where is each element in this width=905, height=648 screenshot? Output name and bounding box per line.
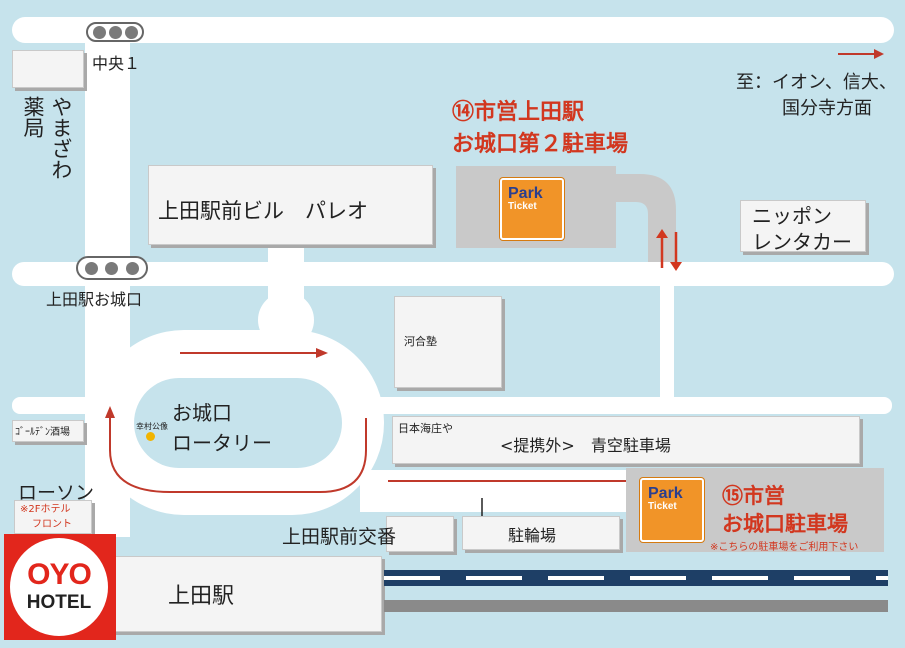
nippon-rental-building — [740, 200, 866, 252]
lawson-building — [14, 500, 92, 534]
nippon-rental-label-2: レンタカー — [752, 230, 852, 254]
railway-dashes — [384, 576, 888, 580]
palio-label: 上田駅前ビル パレオ — [158, 199, 368, 223]
road-main-horizontal — [12, 262, 894, 286]
signal-label-chuo1: 中央１ — [92, 54, 141, 73]
traffic-signal-icon — [86, 22, 144, 42]
station-building — [112, 556, 382, 632]
kawai-label: 河合塾 — [404, 335, 437, 348]
destination-arrow-icon — [838, 49, 884, 59]
rotary-inner — [134, 378, 342, 468]
pharmacy-name-label: やまざわ — [49, 96, 73, 180]
road-bottom-horizontal — [360, 470, 628, 512]
rotary-label-1: お城口 — [172, 401, 232, 425]
hotel-front-note-2: フロント — [32, 519, 72, 530]
logo-circle — [10, 538, 108, 636]
roundabout-circle — [258, 292, 314, 348]
parking-14-entry-arrows-icon — [656, 229, 682, 271]
parking-14-title-line2: お城口第２駐車場 — [452, 132, 629, 157]
oyo-hotel-logo: OYO HOTEL — [4, 534, 116, 640]
bicycle-parking-building — [462, 516, 620, 550]
destination-line2: 国分寺方面 — [782, 98, 872, 119]
parking-14-title-line1: ⑭市営上田駅 — [452, 100, 585, 125]
road-right-vertical — [660, 286, 674, 400]
road-top — [12, 17, 894, 43]
nihonkaisho-label: 日本海庄や — [398, 422, 453, 435]
ticket-bottom-text: Ticket — [508, 201, 537, 212]
ticket-top-text: Park — [648, 485, 683, 502]
aozora-parking-building — [392, 416, 860, 464]
golden-bar-building — [12, 420, 84, 442]
ticket-top-text: Park — [508, 185, 543, 202]
pharmacy-label: 薬局 — [21, 96, 45, 138]
bicycle-parking-label: 駐輪場 — [508, 526, 557, 545]
destination-line1: 至：イオン、信大、 — [736, 72, 897, 93]
logo-oyo-text: OYO — [27, 558, 92, 591]
parking-15-note: ※こちらの駐車場をご利用下さい — [710, 542, 859, 553]
kawai-building — [394, 296, 502, 388]
ticket-bottom-text: Ticket — [648, 501, 677, 512]
palio-building — [148, 165, 433, 245]
lawson-label: ローソン — [18, 482, 95, 504]
statue-marker-icon — [146, 432, 155, 441]
parking-14-ramp — [600, 174, 676, 262]
rotary-label-2: ロータリー — [172, 431, 272, 455]
parking-15-title-line1: ⑮市営 — [722, 484, 785, 508]
nippon-rental-label-1: ニッポン — [752, 204, 832, 228]
railway-track — [384, 600, 888, 612]
statue-label: 幸村公像 — [136, 422, 168, 431]
parking-15-title-line2: お城口駐車場 — [722, 512, 848, 536]
hotel-front-note-1: ※2Fホテル — [20, 504, 71, 515]
logo-hotel-text: HOTEL — [26, 592, 92, 613]
building-top-left — [12, 50, 84, 88]
station-label: 上田駅 — [168, 584, 235, 609]
koban-label: 上田駅前交番 — [282, 526, 397, 548]
traffic-signal-icon — [76, 256, 148, 280]
aozora-label: <提携外> 青空駐車場 — [500, 436, 671, 455]
golden-bar-label: ｺﾞｰﾙﾃﾞﾝ酒場 — [15, 427, 70, 438]
signal-label-ueda-oshiroguchi: 上田駅お城口 — [46, 290, 143, 309]
koban-building — [386, 516, 454, 552]
